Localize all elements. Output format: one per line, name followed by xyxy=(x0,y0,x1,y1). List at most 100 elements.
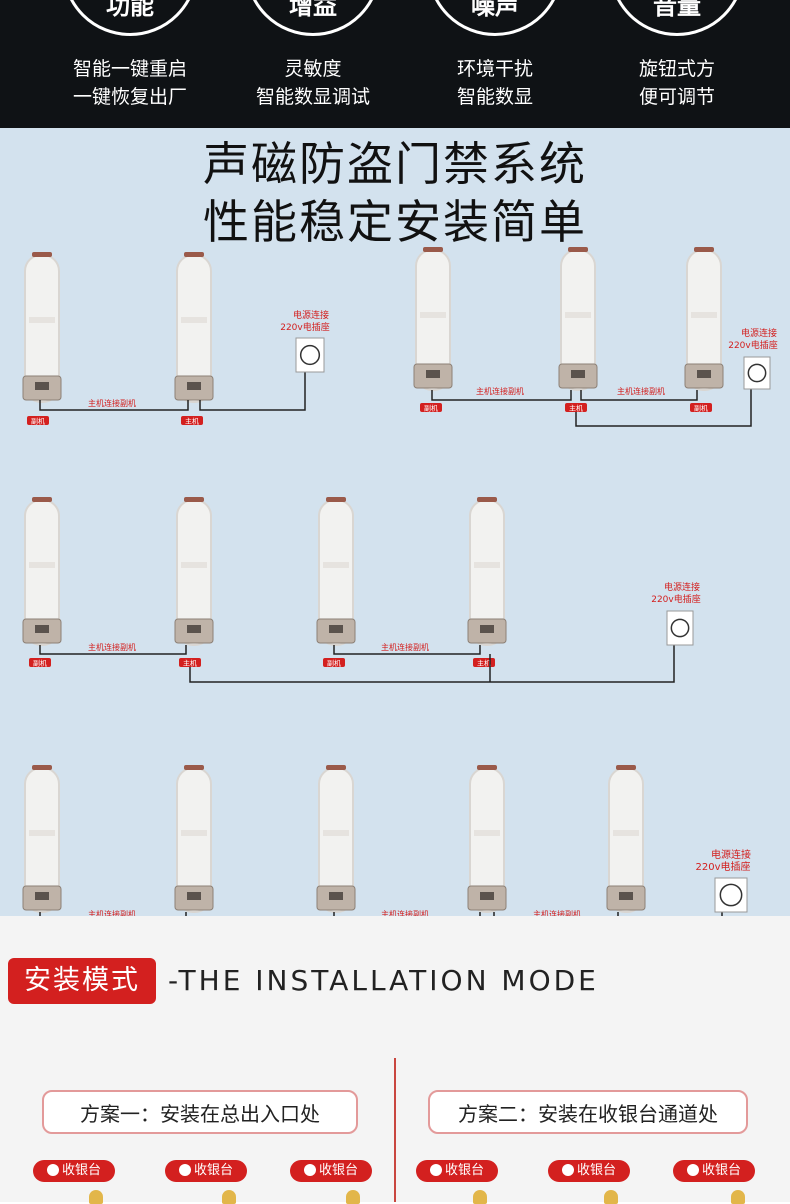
antenna-cap xyxy=(326,765,346,770)
sub-unit-tag-label: 副机 xyxy=(31,417,45,426)
main-unit-tag-label: 主机 xyxy=(477,659,491,668)
feature-line1: 灵敏度 xyxy=(284,58,342,80)
socket-plug xyxy=(719,883,743,907)
socket-label: 220v电插座 xyxy=(728,339,778,351)
feature-circle-label: 功能 xyxy=(106,0,154,20)
feature-line2: 智能数显调试 xyxy=(255,86,370,108)
antenna-cap xyxy=(32,765,52,770)
lamp-icon xyxy=(731,1190,745,1204)
cashier-label: 收银台 xyxy=(61,1163,101,1178)
sub-unit-tag-label: 副机 xyxy=(424,404,438,413)
connect-label: 主机连接副机 xyxy=(617,386,665,396)
antenna-cap xyxy=(184,252,204,257)
sub-unit-tag xyxy=(690,403,712,412)
cashier-label: 收银台 xyxy=(444,1163,484,1178)
cashier-icon xyxy=(561,1164,574,1176)
lamp-icon xyxy=(604,1190,618,1204)
antenna-display xyxy=(619,892,633,900)
lamp-icon xyxy=(89,1190,103,1204)
antenna-cap xyxy=(694,247,714,252)
main-unit-tag-label: 主机 xyxy=(569,404,583,413)
cashier-label: 收银台 xyxy=(193,1163,233,1178)
cashier-badge: 收银台 xyxy=(548,1160,630,1182)
antenna-cap xyxy=(477,497,497,502)
antenna-bar xyxy=(565,312,591,318)
antenna-display xyxy=(35,625,49,633)
plan-one-box: 方案一：安装在总出入口处 xyxy=(42,1090,358,1134)
antenna-cap xyxy=(423,247,443,252)
antenna-cap xyxy=(32,252,52,257)
feature-line1: 环境干扰 xyxy=(456,58,533,80)
cashier-badge: 收银台 xyxy=(33,1160,115,1182)
socket-label: 220v电插座 xyxy=(651,593,701,605)
cashier-label: 收银台 xyxy=(701,1163,741,1178)
socket-plug xyxy=(747,363,767,383)
socket-plug xyxy=(299,344,321,366)
antenna-bar xyxy=(474,562,500,568)
connect-label: 主机连接副机 xyxy=(88,642,136,652)
antenna-bar xyxy=(29,562,55,568)
cashier-label: 收银台 xyxy=(576,1163,616,1178)
cashier-icon xyxy=(686,1164,699,1176)
power-label: 电源连接 xyxy=(711,848,751,861)
socket-plug xyxy=(670,618,690,638)
cashier-icon xyxy=(178,1164,191,1176)
cashier-badge: 收银台 xyxy=(165,1160,247,1182)
plan-divider xyxy=(394,1058,396,1202)
antenna-bar xyxy=(474,830,500,836)
cashier-badge: 收银台 xyxy=(416,1160,498,1182)
connect-label: 主机连接副机 xyxy=(381,909,429,919)
main-unit-tag xyxy=(565,403,587,412)
headline-line1: 声磁防盗门禁系统 xyxy=(203,137,587,191)
antenna-display xyxy=(329,625,343,633)
antenna-bar xyxy=(29,317,55,323)
antenna-display xyxy=(480,892,494,900)
main-unit-tag-label: 主机 xyxy=(183,659,197,668)
antenna-display xyxy=(480,625,494,633)
antenna-display xyxy=(187,382,201,390)
antenna-display xyxy=(187,892,201,900)
sub-unit-tag xyxy=(29,658,51,667)
sub-unit-tag-label: 副机 xyxy=(327,659,341,668)
antenna-bar xyxy=(181,562,207,568)
connect-label: 主机连接副机 xyxy=(476,386,524,396)
antenna-display xyxy=(697,370,711,378)
antenna-cap xyxy=(184,497,204,502)
power-label: 电源连接 xyxy=(293,309,329,321)
cashier-icon xyxy=(303,1164,316,1176)
antenna-cap xyxy=(184,765,204,770)
antenna-cap xyxy=(568,247,588,252)
sub-unit-tag-label: 副机 xyxy=(33,659,47,668)
antenna-display xyxy=(426,370,440,378)
installation-diagram-area xyxy=(0,128,790,916)
lamp-icon xyxy=(222,1190,236,1204)
feature-line2: 智能数显 xyxy=(456,86,533,108)
socket-label: 220v电插座 xyxy=(695,860,750,873)
cashier-icon xyxy=(429,1164,442,1176)
connection-wire xyxy=(333,645,481,655)
mode-title: -THE INSTALLATION MODE xyxy=(168,964,599,997)
antenna-bar xyxy=(323,562,349,568)
cashier-icon xyxy=(46,1164,59,1176)
plan-two-box: 方案二：安装在收银台通道处 xyxy=(428,1090,748,1134)
connection-wire xyxy=(39,645,187,655)
antenna-bar xyxy=(29,830,55,836)
power-label: 电源连接 xyxy=(741,327,777,339)
antenna-cap xyxy=(326,497,346,502)
lamp-icon xyxy=(473,1190,487,1204)
feature-line2: 一键恢复出厂 xyxy=(72,86,187,108)
antenna-bar xyxy=(323,830,349,836)
antenna-display xyxy=(571,370,585,378)
antenna-display xyxy=(187,625,201,633)
antenna-bar xyxy=(420,312,446,318)
cashier-badge: 收银台 xyxy=(290,1160,372,1182)
connect-label: 主机连接副机 xyxy=(88,909,136,919)
antenna-cap xyxy=(616,765,636,770)
antenna-display xyxy=(35,382,49,390)
connect-label: 主机连接副机 xyxy=(88,398,136,408)
antenna-display xyxy=(329,892,343,900)
connection-wire xyxy=(431,390,572,401)
socket-label: 220v电插座 xyxy=(280,321,330,333)
antenna-cap xyxy=(32,497,52,502)
antenna-bar xyxy=(181,317,207,323)
